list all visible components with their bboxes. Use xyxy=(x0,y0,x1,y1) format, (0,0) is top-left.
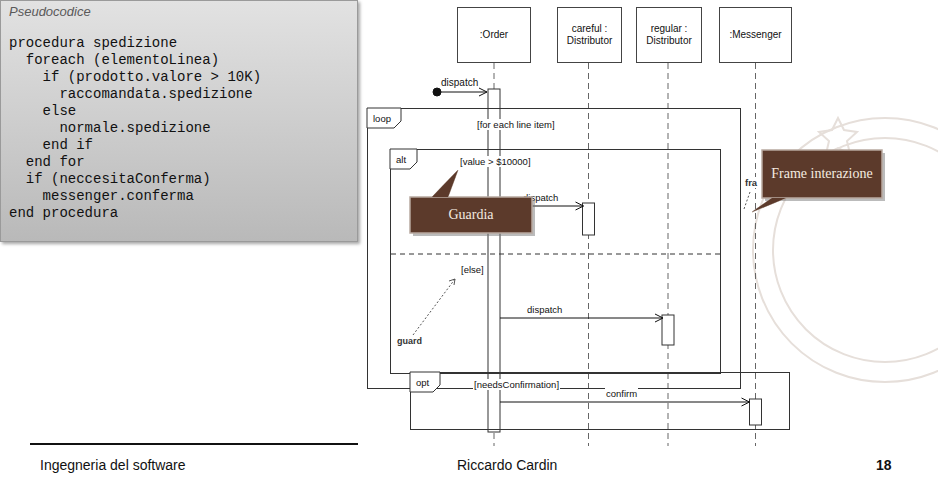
code-line: end if xyxy=(43,137,93,154)
message-arrow xyxy=(500,314,663,322)
code-heading: Pseudocodice xyxy=(9,4,91,19)
lifeline-name: :Messenger xyxy=(729,29,781,41)
lifeline-name: :Order xyxy=(480,29,508,41)
annotation-leaders xyxy=(413,192,750,335)
code-line: end for xyxy=(26,154,85,171)
arrowhead xyxy=(479,88,487,96)
operand-separator xyxy=(391,254,720,255)
footer-text: Ingegneria del software xyxy=(40,457,186,473)
guard-condition: [needsConfirmation] xyxy=(473,379,560,390)
footer-rule xyxy=(30,443,358,445)
lifeline-name: regular : Distributor xyxy=(640,23,698,47)
arrowhead xyxy=(742,398,750,406)
frame-operator: opt xyxy=(416,377,429,388)
callout-text: Guardia xyxy=(448,207,493,223)
annotation-label: fra xyxy=(745,177,757,188)
message-label: confirm xyxy=(605,388,638,399)
code-line: foreach (elementoLinea) xyxy=(26,52,219,69)
alt-frame: alt [value > $10000] [else] xyxy=(390,149,721,374)
message-label: dispatch xyxy=(441,77,478,88)
page-number: 18 xyxy=(876,457,892,473)
opt-frame: opt [needsConfirmation] xyxy=(410,372,790,430)
callout-tail xyxy=(752,198,786,212)
frame-operator: alt xyxy=(396,154,406,165)
operator-pentagon xyxy=(390,149,417,169)
code-line: procedura spedizione xyxy=(9,35,177,52)
arrowhead xyxy=(655,314,663,322)
message-arrow xyxy=(500,398,750,406)
operator-pentagon xyxy=(367,108,401,128)
seal-ring xyxy=(753,118,938,382)
callout-tail xyxy=(752,198,786,212)
guard-condition: [else] xyxy=(460,264,485,275)
guard-leader xyxy=(413,279,455,335)
frame-leader xyxy=(744,192,750,209)
message-label: dispatch xyxy=(526,304,563,315)
lifeline-head: careful : Distributor xyxy=(557,7,622,63)
arrowhead xyxy=(576,202,584,210)
callout-box xyxy=(762,150,882,198)
activation-bar xyxy=(583,203,595,235)
operator-pentagon xyxy=(410,372,440,392)
code-line: raccomandata.spedizione xyxy=(59,86,252,103)
code-line: messenger.conferma xyxy=(43,188,194,205)
lifeline xyxy=(755,63,756,446)
annotation-label: guard xyxy=(397,336,422,346)
seal-star xyxy=(819,118,857,154)
activation-bar xyxy=(750,399,762,425)
found-dot xyxy=(433,88,441,96)
callout-box xyxy=(410,197,532,233)
pseudocode-box: Pseudocodice procedura spedizioneforeach … xyxy=(0,0,358,242)
loop-frame: loop [for each line item] alt [value > $100… xyxy=(367,108,741,389)
arrowhead xyxy=(449,279,455,285)
watermark-seal xyxy=(753,118,938,382)
guard-condition: [value > $10000] xyxy=(459,156,532,167)
lifeline-head: :Order xyxy=(457,7,531,63)
footer-text: Riccardo Cardin xyxy=(457,457,557,473)
code-line: normale.spedizione xyxy=(59,120,210,137)
found-message xyxy=(433,88,487,96)
message-line xyxy=(500,402,750,403)
lifeline-head: :Messenger xyxy=(719,7,792,63)
frame-tag xyxy=(390,149,721,374)
code-line: if (prodotto.valore > 10K) xyxy=(43,69,261,86)
lifeline-head: regular : Distributor xyxy=(636,7,702,63)
code-line: end procedura xyxy=(9,205,118,222)
frame-operator: loop xyxy=(373,113,391,124)
callout-text: Frame interazione xyxy=(771,166,872,182)
frame-tag xyxy=(367,108,741,389)
frame-callout: Frame interazione xyxy=(762,150,882,198)
lifeline-name: careful : Distributor xyxy=(561,23,618,47)
callout-tail xyxy=(432,170,458,197)
code-line: else xyxy=(43,103,77,120)
frame-tag xyxy=(410,372,790,430)
code-line: if (neccesitaConferma) xyxy=(26,171,211,188)
callout-tail xyxy=(432,170,458,197)
guard-condition: [for each line item] xyxy=(476,119,556,130)
guard-callout: Guardia xyxy=(410,197,532,233)
message-line xyxy=(441,92,487,93)
activation-bar xyxy=(662,315,674,345)
message-line xyxy=(500,318,663,319)
